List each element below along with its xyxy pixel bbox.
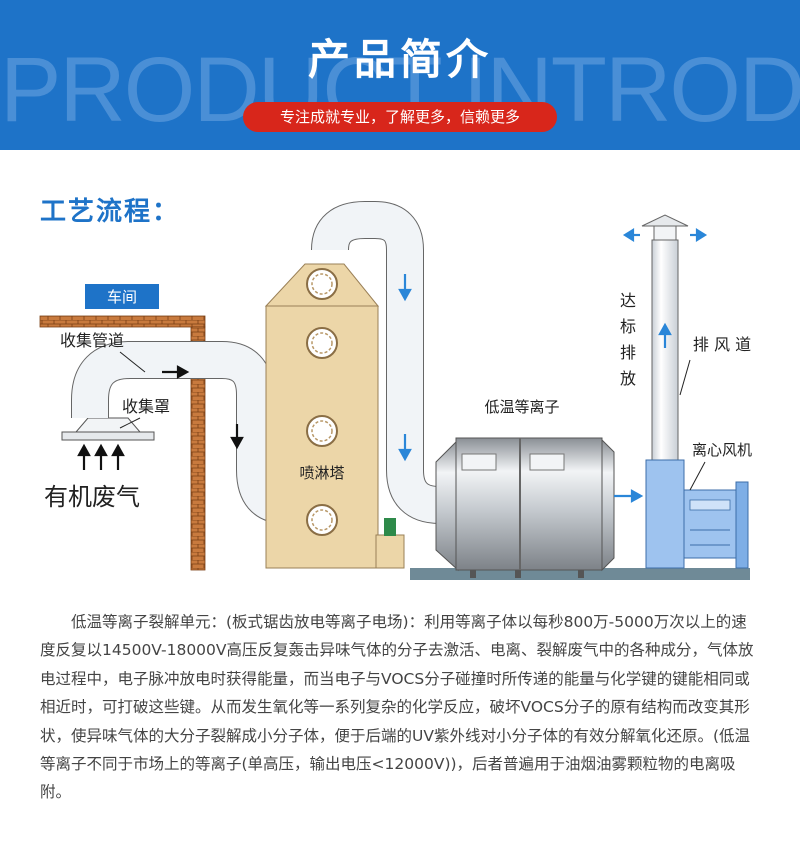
page-title: 产品简介 [307,35,492,84]
pump-motor [384,518,396,536]
plasma-label: 低温等离子 [484,398,559,416]
collection-hood [74,417,142,433]
fan-column [645,459,685,569]
brick-wall [190,326,206,571]
process-description: 低温等离子裂解单元：(板式锯齿放电等离子电场)：利用等离子体以每秒800万-50… [40,613,754,802]
fan-label: 离心风机 [692,441,752,459]
plasma-right-cone [601,438,615,572]
tower-portholes [306,268,338,536]
flow-arrows-black [77,365,244,470]
brick-roof [39,315,206,328]
spray-tower-label: 喷淋塔 [299,464,344,482]
emission-label-3: 排 [620,343,636,362]
process-diagram: 车间 喷淋塔 低温等离子 离心风机 排 风 [39,201,752,580]
workshop-badge-bg [85,284,159,309]
collect-pipe-label: 收集管道 [60,331,124,350]
emission-label-1: 达 [620,291,636,310]
emission-label-4: 放 [620,369,636,388]
section-title: 工艺流程： [40,197,181,227]
workshop-label: 车间 [107,288,137,306]
slogan-badge: 专注成就专业，了解更多，信赖更多 [243,102,557,132]
flow-arrows-blue [398,228,708,503]
collect-hood-label: 收集罩 [122,397,170,416]
emission-label-2: 标 [620,317,636,336]
pump-box [375,534,405,569]
duct-label: 排 风 道 [693,335,751,354]
plasma-left-cone [435,438,459,572]
chimney-cap [641,214,689,227]
organic-gas-label: 有机废气 [44,483,140,511]
header-banner: PRODUCT INTRODUCTION 产品简介 专注成就专业，了解更多，信赖… [0,0,800,150]
exhaust-duct [651,239,679,463]
